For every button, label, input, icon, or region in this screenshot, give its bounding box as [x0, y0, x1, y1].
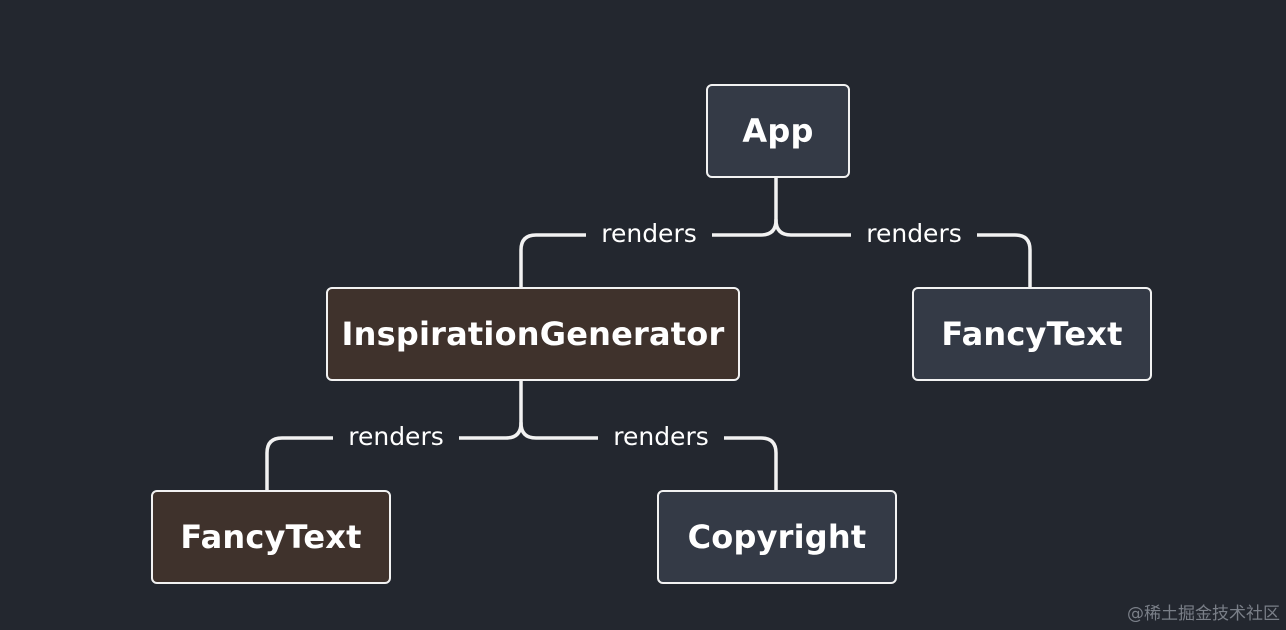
node-fancy-text-top: FancyText [912, 287, 1152, 381]
node-copyright: Copyright [657, 490, 897, 584]
edge-label-app-fancy-text: renders [851, 219, 977, 249]
edge-app-to-fancy-text [774, 218, 1032, 289]
watermark: @稀土掘金技术社区 [1127, 604, 1280, 624]
edge-label-inspiration-fancy-text: renders [333, 422, 459, 452]
node-app: App [706, 84, 850, 178]
edge-label-app-inspiration: renders [586, 219, 712, 249]
edge-label-inspiration-copyright: renders [598, 422, 724, 452]
node-fancy-text-bottom: FancyText [151, 490, 391, 584]
edge-inspiration-to-copyright [519, 421, 778, 492]
node-inspiration-generator: InspirationGenerator [326, 287, 740, 381]
